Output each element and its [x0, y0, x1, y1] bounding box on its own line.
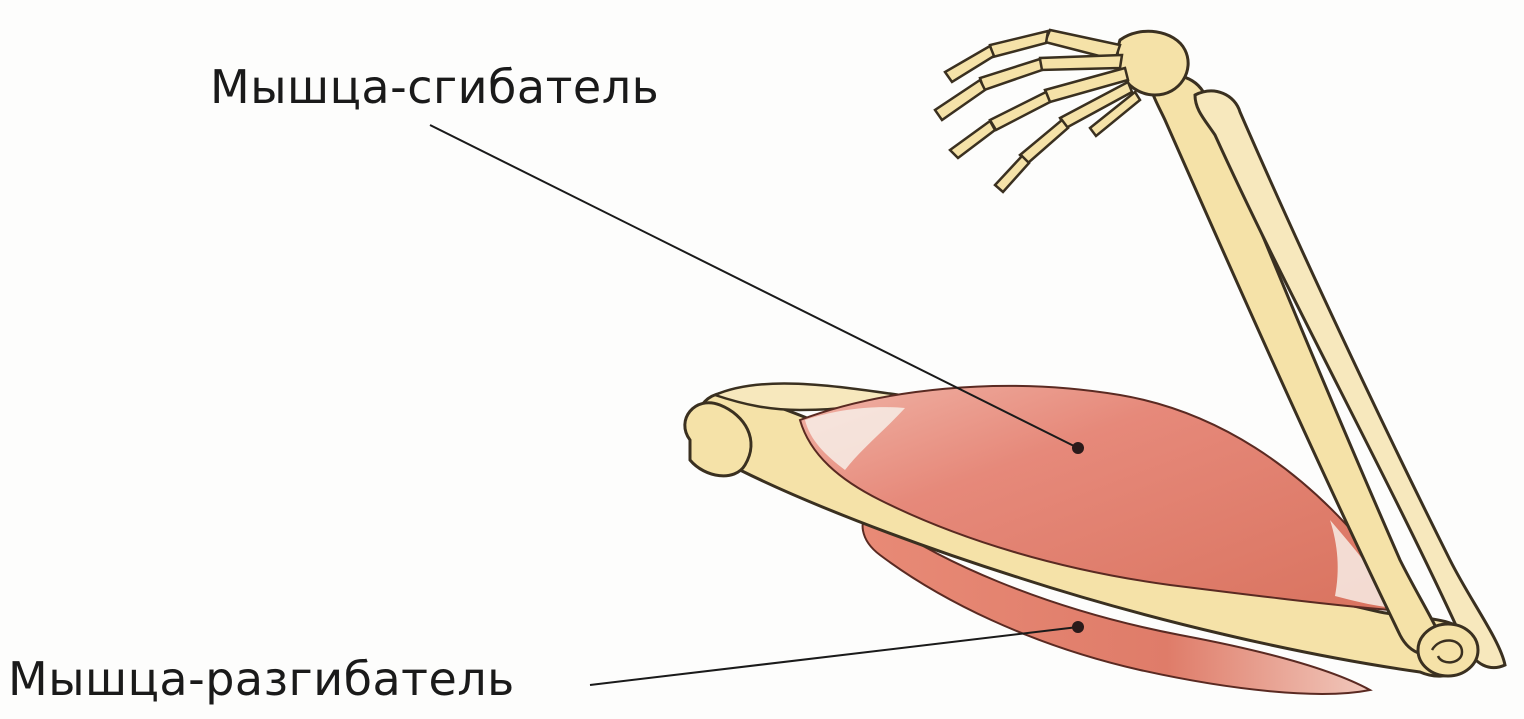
elbow-joint [1418, 624, 1478, 676]
finger-bones [935, 30, 1140, 192]
flexor-muscle-label: Мышца-сгибатель [210, 60, 659, 114]
extensor-leader-line [590, 627, 1078, 685]
extensor-pointer-dot [1072, 621, 1084, 633]
flexor-pointer-dot [1072, 442, 1084, 454]
extensor-muscle-label: Мышца-разгибатель [8, 652, 515, 706]
